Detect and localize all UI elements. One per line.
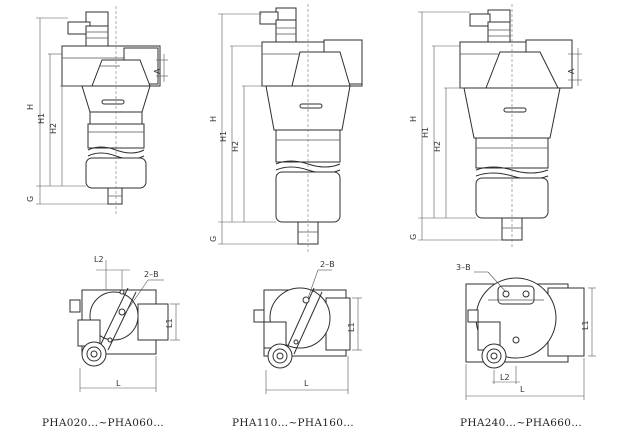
caption-medium-series: PHA110…~PHA160… (232, 417, 354, 429)
filter-small-side-view: H H1 H2 G A (26, 6, 168, 214)
dim-H1-label: H1 (37, 113, 46, 124)
dim-H2-label: H2 (49, 123, 58, 134)
filter-medium-top-view: L L1 2–B (253, 260, 362, 394)
filter-small-top-view: L L1 L2 2–B (69, 255, 180, 392)
dim-A-label: A (153, 68, 162, 74)
filter-large-side-view: H H1 H2 G A (409, 4, 582, 248)
dim-A-label-right: A (567, 68, 576, 74)
dim-H1-label-right: H1 (421, 127, 430, 138)
dim-H-label-mid: H (209, 116, 218, 122)
dim-L2-label-large: L2 (500, 373, 510, 382)
dim-L1-label-large: L1 (581, 320, 590, 330)
caption-small-series: PHA020…~PHA060… (42, 417, 164, 429)
dim-L1-label-mid: L1 (347, 322, 356, 332)
dim-H1-label-mid: H1 (219, 131, 228, 142)
filter-medium-side-view: H H1 H2 G (209, 4, 363, 252)
hole-2B-label-small: 2–B (144, 270, 159, 279)
caption-large-series: PHA240…~PHA660… (460, 417, 582, 429)
dim-G-label-right: G (409, 234, 418, 240)
dim-G-label: G (26, 196, 35, 202)
dim-L-label-mid: L (304, 379, 309, 388)
dim-L-label-small: L (116, 379, 121, 388)
dim-H-label: H (26, 104, 35, 110)
dim-L-label-large: L (520, 385, 525, 394)
dim-H-label-right: H (409, 116, 418, 122)
hole-2B-label-mid: 2–B (320, 260, 335, 269)
dim-H2-label-right: H2 (433, 141, 442, 152)
hole-3B-label-large: 3–B (456, 263, 471, 272)
dim-L1-label-small: L1 (165, 318, 174, 328)
dim-G-label-mid: G (209, 236, 218, 242)
dim-L2-label-small: L2 (94, 255, 104, 264)
filter-large-top-view: L L1 L2 3–B (456, 263, 596, 400)
dim-H2-label-mid: H2 (231, 141, 240, 152)
